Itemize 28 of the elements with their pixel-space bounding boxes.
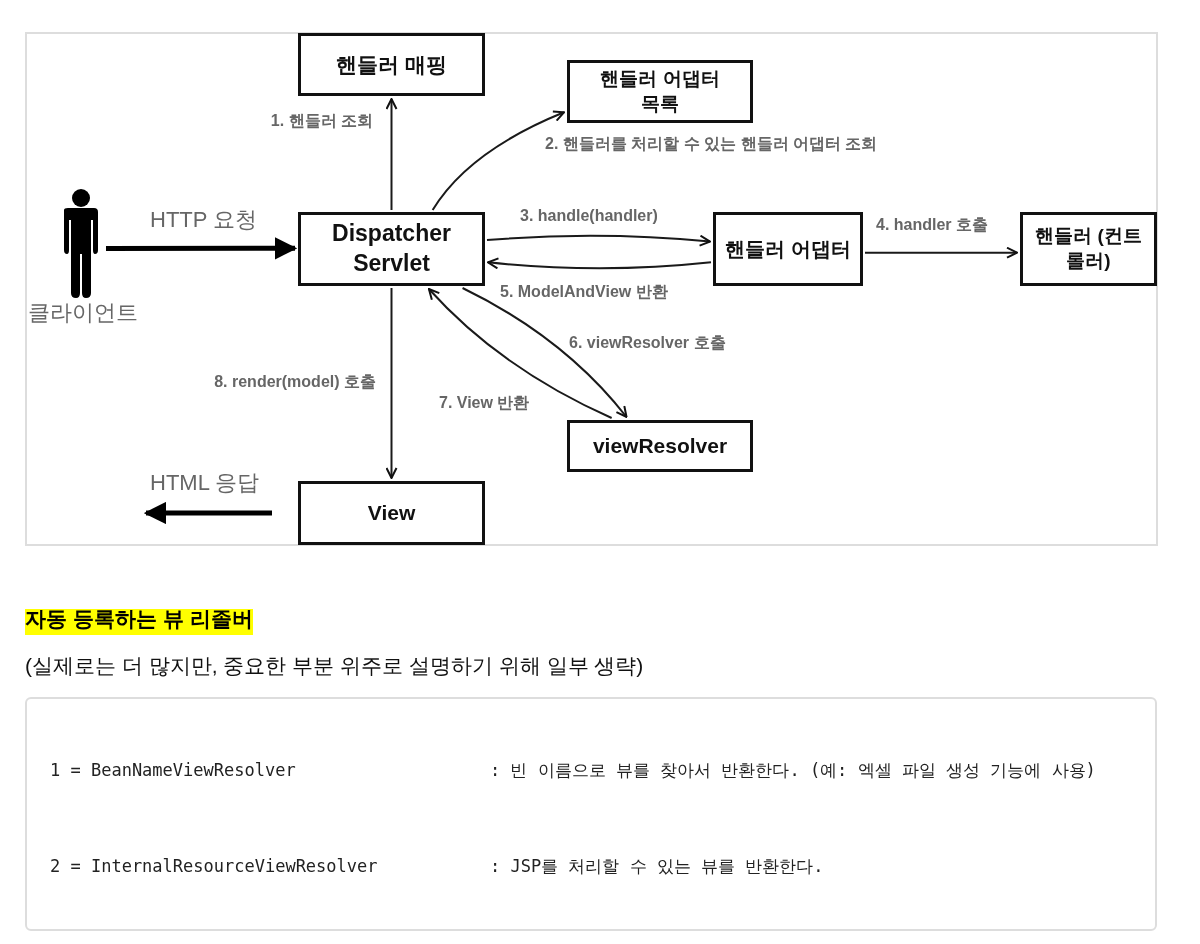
code-comment: : JSP를 처리할 수 있는 뷰를 반환한다. <box>490 856 824 876</box>
arrow <box>487 257 712 270</box>
arrow <box>431 110 565 211</box>
arrow <box>486 234 711 247</box>
arrow <box>143 501 272 525</box>
edge-label: 3. handle(handler) <box>518 207 660 225</box>
arrow <box>385 98 398 211</box>
edge-label: 4. handler 호출 <box>874 215 991 236</box>
edge-label: 8. render(model) 호출 <box>212 372 378 393</box>
arrow <box>106 237 298 260</box>
process-box: viewResolver <box>567 420 753 472</box>
code-text: 1 = BeanNameViewResolver <box>50 759 297 782</box>
code-comment: : 빈 이름으로 뷰를 찾아서 반환한다. (예: 엑셀 파일 생성 기능에 사용) <box>490 760 1096 780</box>
arrow <box>461 287 628 418</box>
note-text: (실제로는 더 많지만, 중요한 부분 위주로 설명하기 위해 일부 생략) <box>25 653 644 679</box>
edge-label: 5. ModelAndView 반환 <box>498 282 670 303</box>
arrow <box>427 288 613 419</box>
edge-label: 6. viewResolver 호출 <box>567 333 728 354</box>
process-box: 핸들러 매핑 <box>298 33 485 96</box>
process-box: View <box>298 481 485 545</box>
process-box: Dispatcher Servlet <box>298 212 485 286</box>
process-box: 핸들러 어댑터 <box>713 212 863 286</box>
process-box: 핸들러 (컨트롤러) <box>1020 212 1157 286</box>
edge-label: 7. View 반환 <box>437 393 532 414</box>
arrow <box>864 246 1018 259</box>
process-box: 핸들러 어댑터 목록 <box>567 60 753 123</box>
arrow <box>385 287 398 479</box>
code-text: 2 = InternalResourceViewResolver <box>50 855 379 878</box>
